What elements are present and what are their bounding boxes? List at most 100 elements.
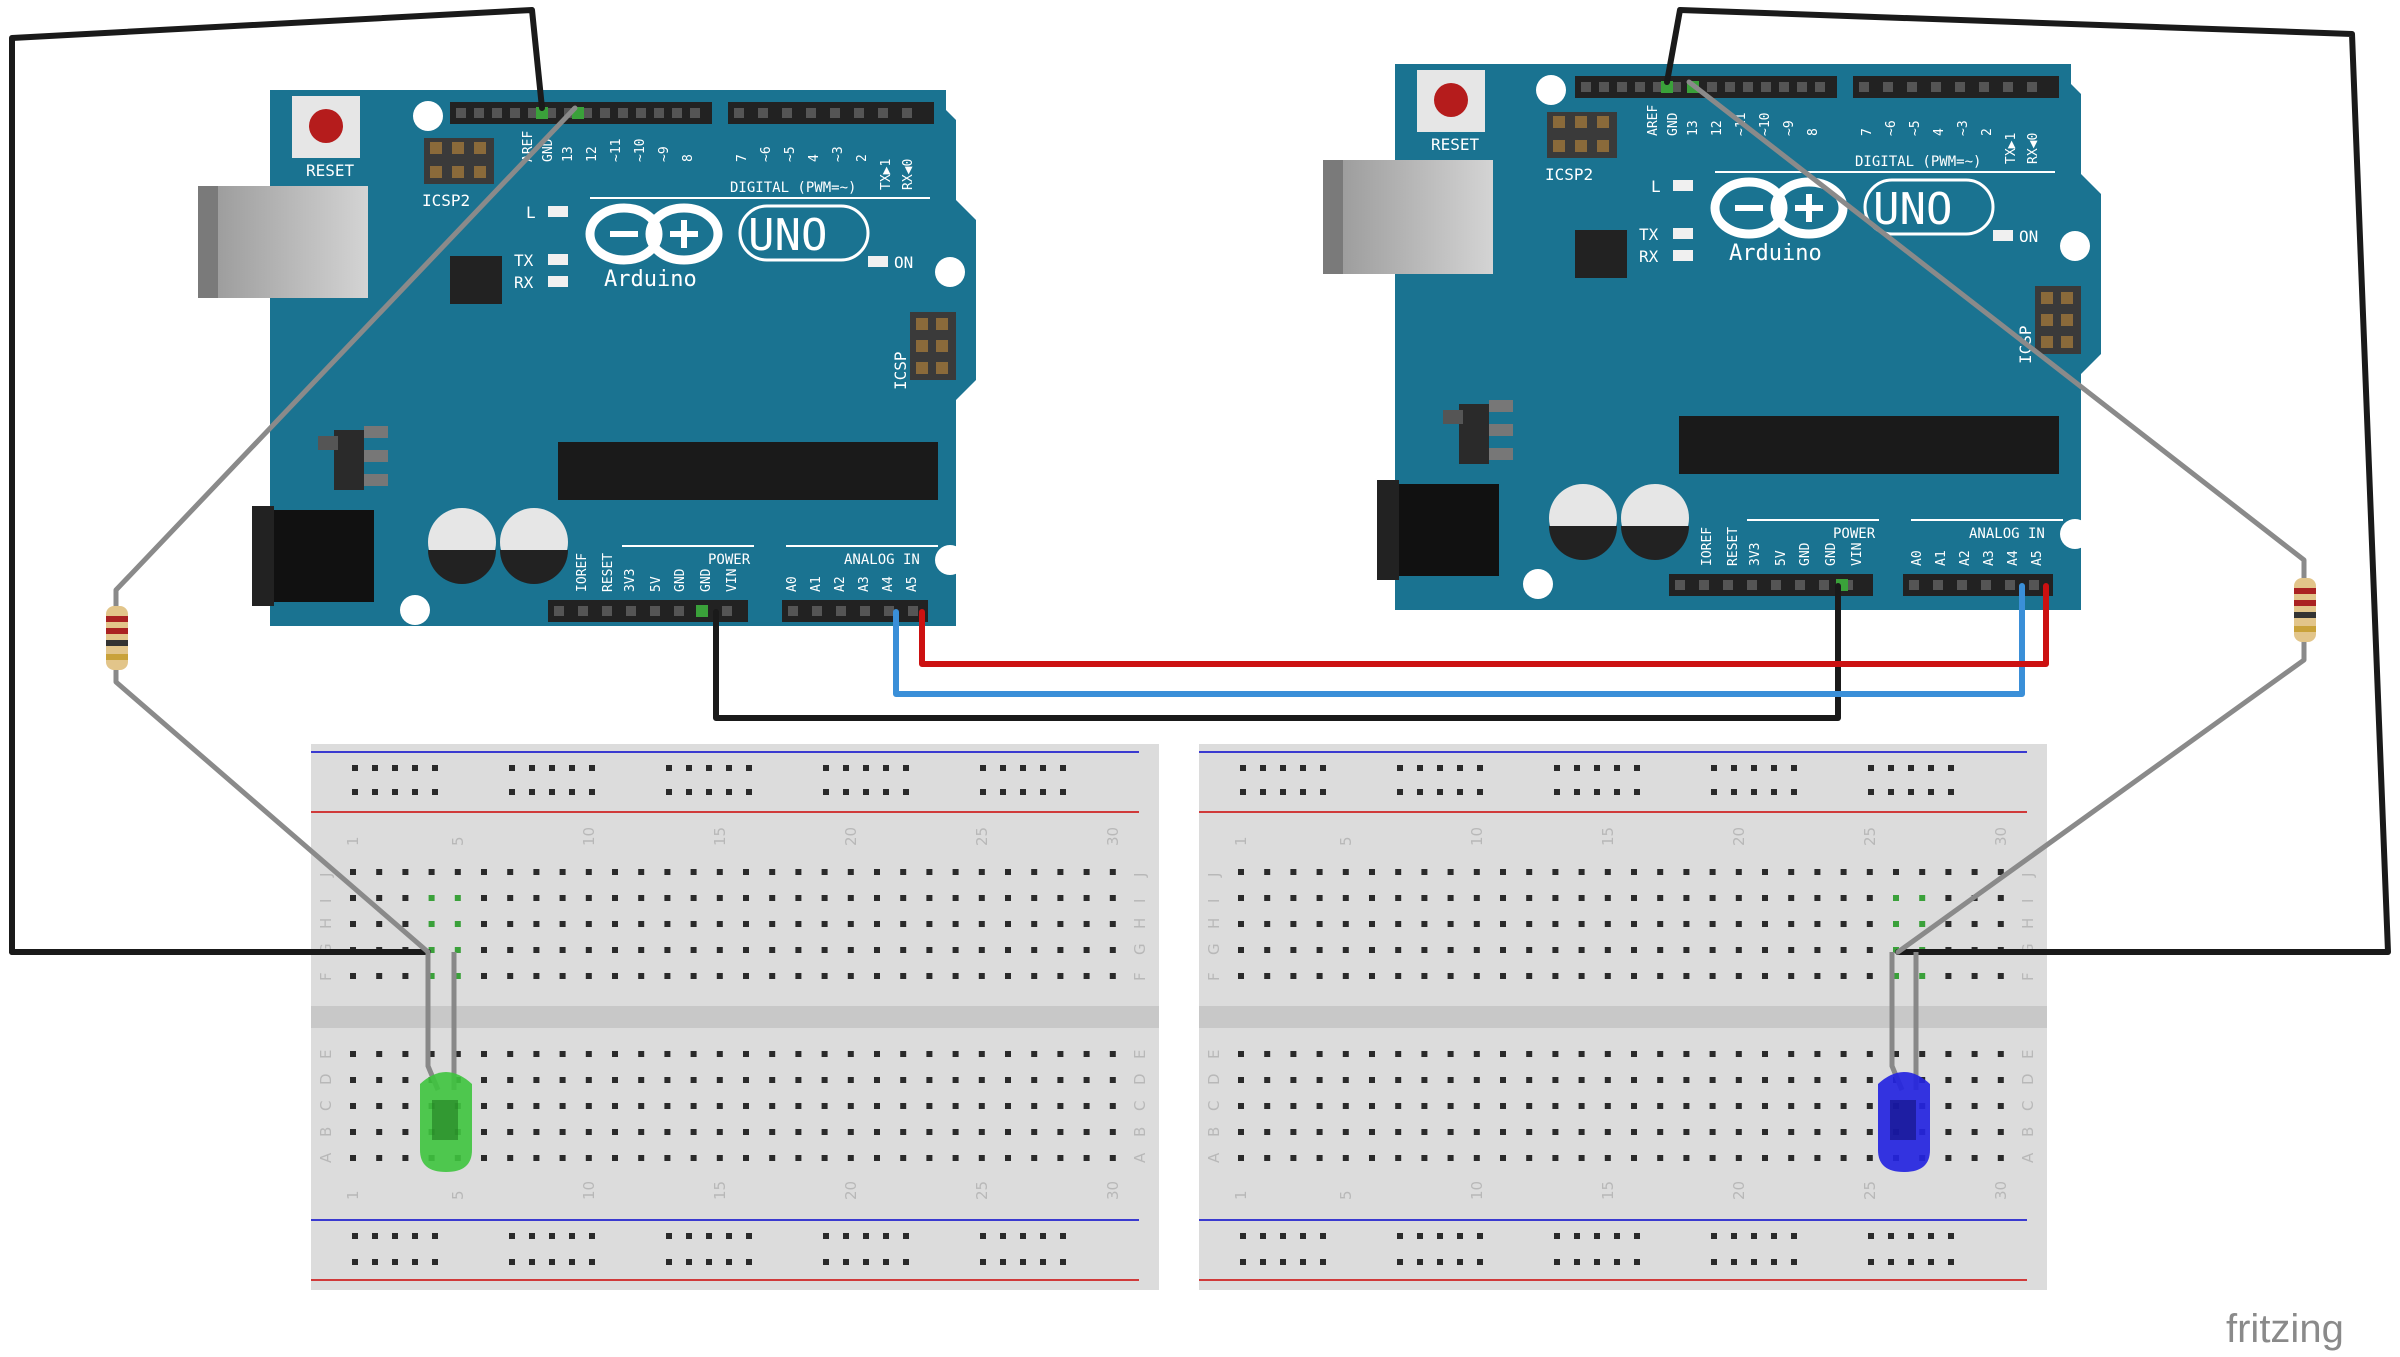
rail-hole: [1868, 789, 1874, 795]
digital-header-high: [1575, 76, 1837, 98]
tie-point: [1083, 921, 1090, 927]
tie-point: [1369, 947, 1375, 953]
svg-text:13: 13: [561, 146, 576, 162]
rail-hole: [903, 789, 909, 795]
row-letter: E: [2019, 1050, 2037, 1059]
tie-point: [1421, 1103, 1428, 1109]
tie-point: [638, 921, 645, 927]
rail-hole: [1554, 1233, 1560, 1239]
tie-point: [1866, 1103, 1873, 1109]
tie-point: [1264, 1077, 1271, 1083]
rail-hole: [1731, 1233, 1737, 1239]
tie-point: [1683, 921, 1690, 927]
tie-point: [743, 1077, 749, 1083]
tie-point: [1709, 1051, 1716, 1057]
rail-hole: [1320, 789, 1326, 795]
rail-hole: [1397, 789, 1403, 795]
tie-point: [481, 895, 487, 901]
row-letter: B: [1131, 1127, 1149, 1137]
tie-point: [1005, 1155, 1011, 1161]
tie-point: [795, 1103, 802, 1109]
tie-point: [1631, 1103, 1637, 1109]
rail-hole: [589, 789, 595, 795]
tie-point: [900, 869, 907, 875]
rail-hole: [1437, 1259, 1443, 1265]
tie-point: [428, 1051, 435, 1057]
tie-point: [1814, 1129, 1821, 1135]
svg-text:5V: 5V: [1774, 550, 1789, 566]
tie-point: [795, 1051, 802, 1057]
tie-point: [1552, 869, 1559, 875]
rail-hole: [823, 1259, 829, 1265]
tie-point: [533, 973, 540, 979]
tie-point: [926, 947, 933, 953]
rail-hole: [1300, 789, 1306, 795]
tie-point: [1316, 1051, 1323, 1057]
tie-point: [821, 1155, 828, 1161]
row-letter: B: [2019, 1127, 2037, 1137]
tie-point: [638, 895, 645, 901]
tie-point: [1814, 1155, 1821, 1161]
tie-point: [1578, 973, 1585, 979]
tie-point: [1762, 1051, 1768, 1057]
tie-point: [1657, 947, 1664, 953]
tie-point: [821, 947, 828, 953]
tie-point: [1735, 1077, 1742, 1083]
tie-point: [402, 1155, 409, 1161]
column-number: 15: [1599, 1181, 1617, 1200]
tie-point: [1657, 973, 1664, 979]
tie-point: [1709, 1077, 1716, 1083]
tie-point: [402, 895, 409, 901]
tie-point: [350, 1077, 356, 1083]
tie-point: [952, 1051, 959, 1057]
rail-hole: [1417, 789, 1423, 795]
tie-point: [795, 1077, 802, 1083]
tie-point: [1997, 973, 2004, 979]
tie-point: [743, 895, 749, 901]
svg-text:~10: ~10: [1758, 113, 1773, 136]
icsp2-label: ICSP2: [422, 191, 470, 210]
reset-button-cap[interactable]: [309, 109, 343, 143]
row-letter: E: [1205, 1050, 1223, 1059]
rail-hole: [1020, 765, 1026, 771]
reset-button-cap[interactable]: [1434, 83, 1468, 117]
tie-point: [1005, 1051, 1011, 1057]
rail-hole: [1260, 789, 1266, 795]
tie-point: [1788, 1129, 1795, 1135]
rail-hole: [529, 1233, 535, 1239]
rail-hole: [372, 1259, 378, 1265]
tie-point: [1057, 1155, 1064, 1161]
tie-point: [1238, 1129, 1244, 1135]
tie-point: [481, 1103, 487, 1109]
tie-point: [1369, 1129, 1375, 1135]
column-number: 1: [344, 1190, 362, 1200]
tie-point: [847, 869, 854, 875]
tie-point: [1238, 895, 1244, 901]
rail-hole: [352, 1233, 358, 1239]
rail-hole: [1574, 1233, 1580, 1239]
tie-point: [1866, 921, 1873, 927]
tie-point: [690, 1103, 697, 1109]
tie-point: [1369, 1051, 1375, 1057]
tie-point: [1578, 1103, 1585, 1109]
tie-point: [585, 1103, 592, 1109]
tie-point: [821, 1077, 828, 1083]
tie-point: [559, 947, 566, 953]
voltage-regulator: [1459, 404, 1489, 464]
microcontroller-chip: [558, 442, 938, 500]
tie-point: [952, 869, 959, 875]
svg-text:~5: ~5: [783, 146, 798, 162]
row-letter: I: [317, 899, 335, 903]
tie-point: [1031, 947, 1038, 953]
tie-point: [1866, 869, 1873, 875]
tie-point: [376, 1155, 383, 1161]
tie-point: [1395, 895, 1402, 901]
rail-hole: [686, 1233, 692, 1239]
rail-hole: [1457, 789, 1463, 795]
tie-point: [507, 895, 514, 901]
tie-point: [952, 921, 959, 927]
rail-hole: [1320, 765, 1326, 771]
tie-point: [1814, 1051, 1821, 1057]
capacitor: [1621, 484, 1689, 560]
resistor-right: [2294, 578, 2316, 642]
